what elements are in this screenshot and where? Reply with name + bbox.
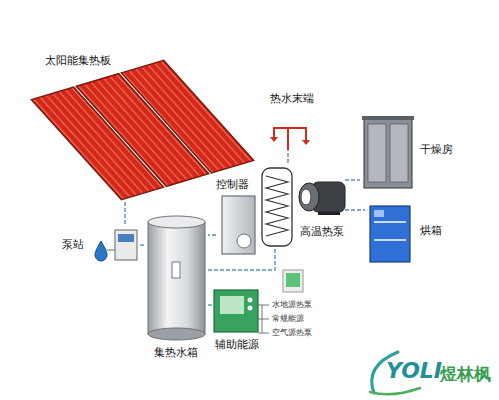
tap-pipe <box>287 128 289 150</box>
component-node: 辅助能源 <box>212 285 262 355</box>
solar-panel-array <box>31 60 253 199</box>
oven-body <box>370 206 410 262</box>
energy-option-label: 常规能源 <box>272 314 304 324</box>
logo-wordmark: YOLI <box>386 358 442 384</box>
tank-bottom <box>148 328 205 340</box>
solar-panel <box>121 60 253 172</box>
pipe-connector <box>287 150 288 163</box>
component-label: 控制器 <box>216 178 249 192</box>
component-label: 烘箱 <box>420 224 442 238</box>
label-slot: 煜林枫 <box>440 364 491 384</box>
oven-cabinet <box>370 206 410 262</box>
aux-button <box>248 306 253 311</box>
component-node: 热水末端 <box>266 92 320 150</box>
component-label: 热水末端 <box>270 92 314 106</box>
valve-pipe <box>107 249 115 250</box>
label-slot: 空气源热泵 <box>272 328 312 338</box>
label-slot: 辅助能源 <box>215 338 259 352</box>
aux-button <box>248 298 253 303</box>
motor-face <box>299 183 319 211</box>
controller-body <box>222 196 255 254</box>
energy-option-label: 水地源热泵 <box>272 300 312 310</box>
cabinet-door <box>390 124 408 182</box>
component-label: 辅助能源 <box>215 338 259 352</box>
leader-line <box>262 305 263 333</box>
component-node: 泵站 <box>62 226 140 264</box>
aux-body <box>214 290 258 332</box>
component-label: 干燥房 <box>420 143 453 157</box>
label-slot: 高温热泵 <box>300 225 344 239</box>
oven-stripe <box>374 221 406 223</box>
auxiliary-energy-unit <box>214 290 269 333</box>
leader-line <box>258 333 269 334</box>
tank-window <box>172 262 180 278</box>
cabinet-door <box>368 124 386 182</box>
label-slot: 集热水箱 <box>154 346 198 360</box>
motor-fan <box>301 189 311 205</box>
label-slot: 控制器 <box>216 178 249 192</box>
shower-head <box>302 140 310 145</box>
exchanger-shell <box>262 168 292 246</box>
label-slot: 干燥房 <box>420 143 453 157</box>
aux-panel <box>220 296 244 314</box>
shower-head <box>270 137 278 142</box>
cabinet-body <box>364 118 412 188</box>
leader-line <box>258 319 269 320</box>
pipe-connector <box>345 179 360 180</box>
label-slot: 太阳能集热板 <box>45 54 111 68</box>
oven-window <box>374 210 384 217</box>
energy-option-label: 空气源热泵 <box>272 328 312 338</box>
display-icon <box>283 270 303 292</box>
oven-stripe <box>374 239 406 241</box>
label-slot: 水地源热泵 <box>272 300 312 310</box>
label-slot: 热水末端 <box>270 92 314 106</box>
collection-tank <box>148 216 205 340</box>
label-slot: 烘箱 <box>420 224 442 238</box>
heat-pump-motor <box>299 182 345 215</box>
pump-box <box>115 230 137 260</box>
component-label: 太阳能集热板 <box>45 54 111 68</box>
label-slot: 泵站 <box>62 238 84 252</box>
pipe-connector <box>345 209 365 210</box>
pump-station <box>95 230 137 261</box>
component-node: 干燥房 <box>360 115 460 190</box>
tank-top <box>148 216 205 228</box>
exchanger-coil <box>266 176 288 236</box>
coil-heat-exchanger <box>262 168 292 246</box>
hot-water-taps <box>270 128 310 150</box>
component-node: 集热水箱 <box>145 214 208 362</box>
pump-screen <box>118 234 134 242</box>
component-node: 烘箱 <box>365 202 445 264</box>
component-label: 泵站 <box>62 238 84 252</box>
controller-cabinet <box>222 196 255 254</box>
component-node: 控制器 <box>216 178 260 260</box>
controller-dial <box>237 234 251 248</box>
logo-swoosh <box>370 388 420 394</box>
icon-screen <box>286 273 300 287</box>
logo-name: 煜林枫 <box>440 364 491 384</box>
cabinet-top <box>362 116 414 120</box>
drying-room-cabinet <box>362 116 414 188</box>
label-slot: YOLI <box>386 358 442 384</box>
tap-pipe <box>274 128 306 140</box>
tank-body <box>148 222 205 334</box>
icon-frame <box>283 270 303 292</box>
component-node: 高温热泵 <box>260 163 345 248</box>
label-slot: 常规能源 <box>272 314 304 324</box>
component-label: 集热水箱 <box>154 346 198 360</box>
pipe-connector <box>140 244 145 245</box>
pipe-connector <box>208 304 212 305</box>
pipe-connector <box>208 234 216 235</box>
pipe-connector <box>208 248 275 270</box>
pump-valve <box>95 241 107 261</box>
leader-line <box>258 305 269 306</box>
motor-base <box>318 212 340 215</box>
component-label: 高温热泵 <box>300 225 344 239</box>
pipe-connector <box>124 202 125 226</box>
